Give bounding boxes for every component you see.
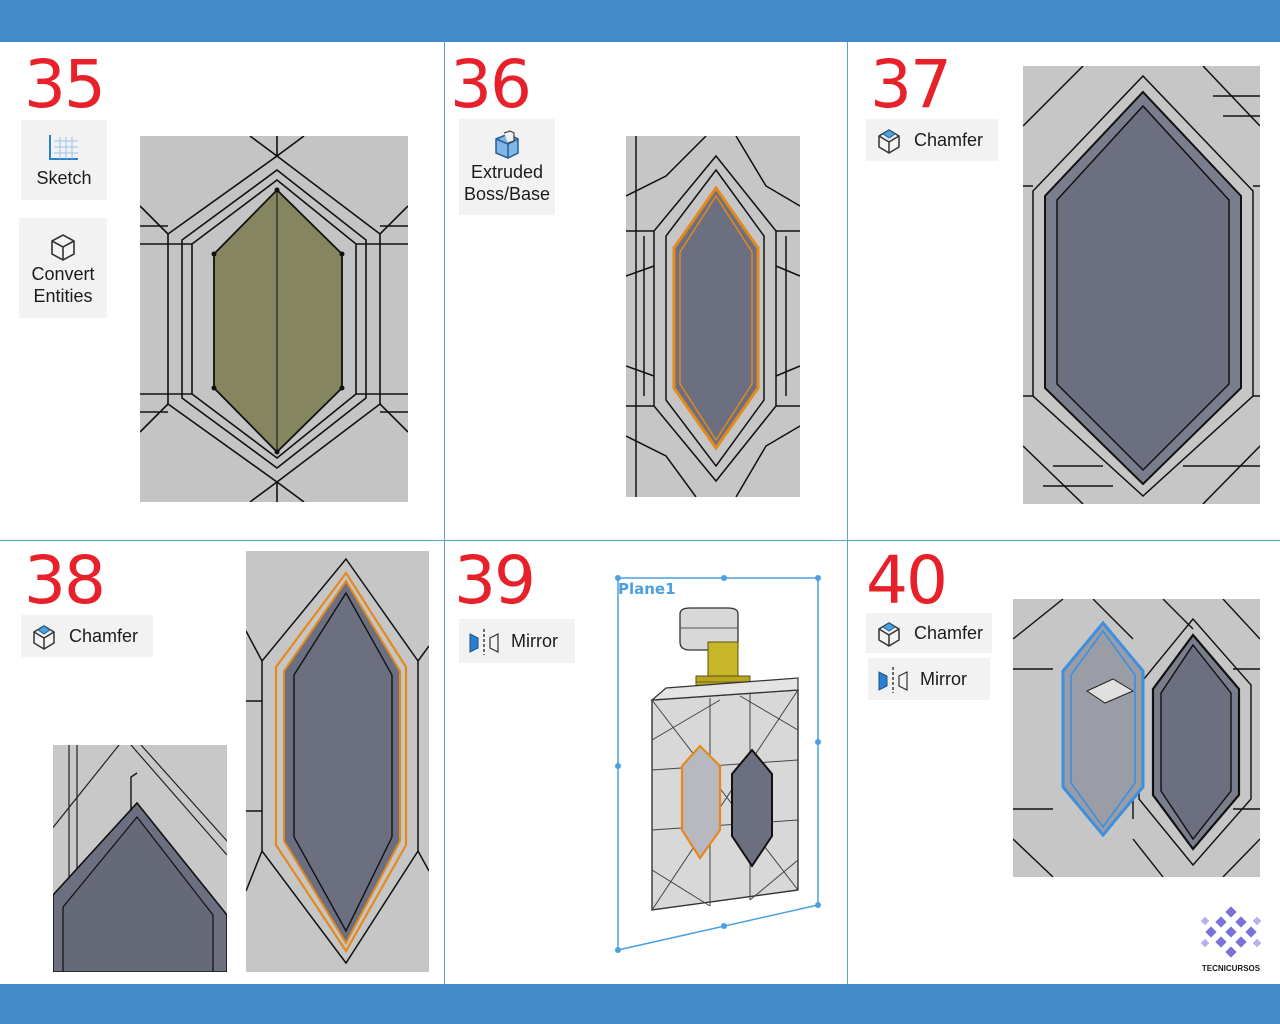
extrude-view-36 (626, 136, 800, 497)
chamfer-label-37: Chamfer (914, 129, 984, 150)
grid-divider-vertical-1 (444, 42, 445, 984)
plane-label: Plane1 (618, 580, 676, 598)
grid-divider-horizontal (0, 540, 1280, 541)
convert-entities-button[interactable]: Convert Entities (19, 218, 107, 318)
header-band (0, 0, 1280, 42)
extruded-boss-base-button[interactable]: Extruded Boss/Base (459, 119, 555, 215)
step-number-36: 36 (450, 46, 532, 123)
grid-divider-vertical-2 (847, 42, 848, 984)
mirror-icon (878, 667, 908, 693)
chamfer-label-38: Chamfer (69, 625, 139, 646)
step-number-38: 38 (24, 542, 106, 619)
mirror-icon (469, 629, 499, 655)
chamfer-icon (33, 625, 55, 650)
chamfer-button-37[interactable]: Chamfer (866, 119, 998, 161)
convert-entities-label: Convert Entities (31, 264, 95, 306)
mirror-button-39[interactable]: Mirror (459, 619, 575, 663)
footer-band (0, 984, 1280, 1024)
step-number-35: 35 (24, 46, 106, 123)
extruded-boss-base-label: Extruded Boss/Base (463, 162, 551, 204)
chamfer-button-40[interactable]: Chamfer (866, 613, 992, 653)
mirror-label-40: Mirror (920, 668, 967, 689)
chamfer-view-37 (1023, 66, 1260, 504)
mirror-result-view-40 (1013, 599, 1260, 877)
chamfer-label-40: Chamfer (914, 622, 984, 643)
chamfer-icon (878, 622, 900, 647)
sketch-icon (49, 135, 78, 160)
step-number-37: 37 (870, 46, 952, 123)
sketch-label: Sketch (36, 168, 92, 188)
step-number-39: 39 (454, 542, 536, 619)
sketch-button[interactable]: Sketch (21, 120, 107, 200)
chamfer-icon (878, 129, 900, 154)
sketch-view-35 (140, 136, 408, 502)
chamfer-button-38[interactable]: Chamfer (21, 615, 153, 657)
tecnicursos-logo-icon (1200, 906, 1262, 958)
logo-text: TECNICURSOS (1201, 964, 1261, 973)
mirror-button-40[interactable]: Mirror (868, 658, 990, 700)
mirror-label-39: Mirror (511, 630, 558, 651)
convert-entities-icon (51, 234, 75, 261)
chamfer-selection-view-38 (246, 551, 429, 972)
extruded-boss-icon (495, 130, 519, 159)
chamfer-detail-view-38 (53, 745, 227, 972)
step-number-40: 40 (866, 542, 948, 619)
mirror-plane-view-39: Plane1 (600, 570, 830, 955)
